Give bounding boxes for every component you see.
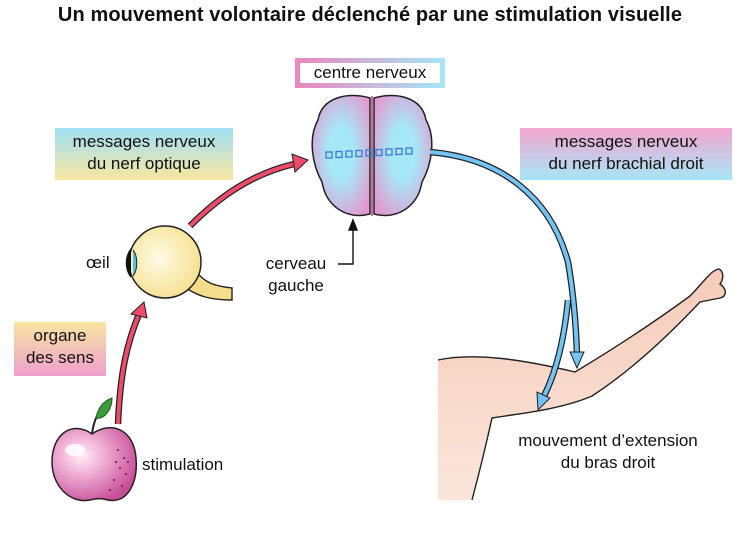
organe-box: organe des sens [14, 322, 106, 376]
messages-optique-line2: du nerf optique [87, 154, 201, 173]
arrow-eye-to-brain [187, 153, 309, 229]
apple-illustration [51, 397, 137, 502]
cerveau-pointer [338, 218, 359, 265]
cerveau-line2: gauche [268, 276, 324, 295]
cerveau-line1: cerveau [265, 254, 327, 273]
organe-line2: des sens [25, 348, 95, 367]
eye-illustration [125, 225, 233, 301]
mouvement-line1: mouvement d’extension [518, 431, 698, 450]
messages-brachial-line1: messages nerveux [554, 132, 698, 151]
stimulation-label: stimulation [142, 455, 224, 474]
diagram-title: Un mouvement volontaire déclenché par un… [57, 4, 683, 26]
arrow-stimulation-to-eye [114, 301, 148, 425]
organe-line1: organe [33, 326, 87, 345]
mouvement-line2: du bras droit [560, 453, 656, 472]
centre-nerveux-label: centre nerveux [313, 63, 427, 82]
arm-illustration [437, 268, 726, 501]
messages-optique-line1: messages nerveux [72, 132, 216, 151]
arrow-brain-to-arm [429, 148, 585, 412]
oeil-label: œil [86, 253, 110, 272]
centre-nerveux-box: centre nerveux [295, 58, 445, 88]
messages-brachial-line2: du nerf brachial droit [548, 154, 704, 173]
messages-optique-box: messages nerveux du nerf optique [55, 128, 233, 180]
mouvement-label: mouvement d’extension du bras droit [498, 430, 718, 474]
brain-illustration [311, 94, 433, 217]
messages-brachial-box: messages nerveux du nerf brachial droit [520, 128, 732, 180]
cerveau-label: cerveau gauche [256, 253, 336, 297]
